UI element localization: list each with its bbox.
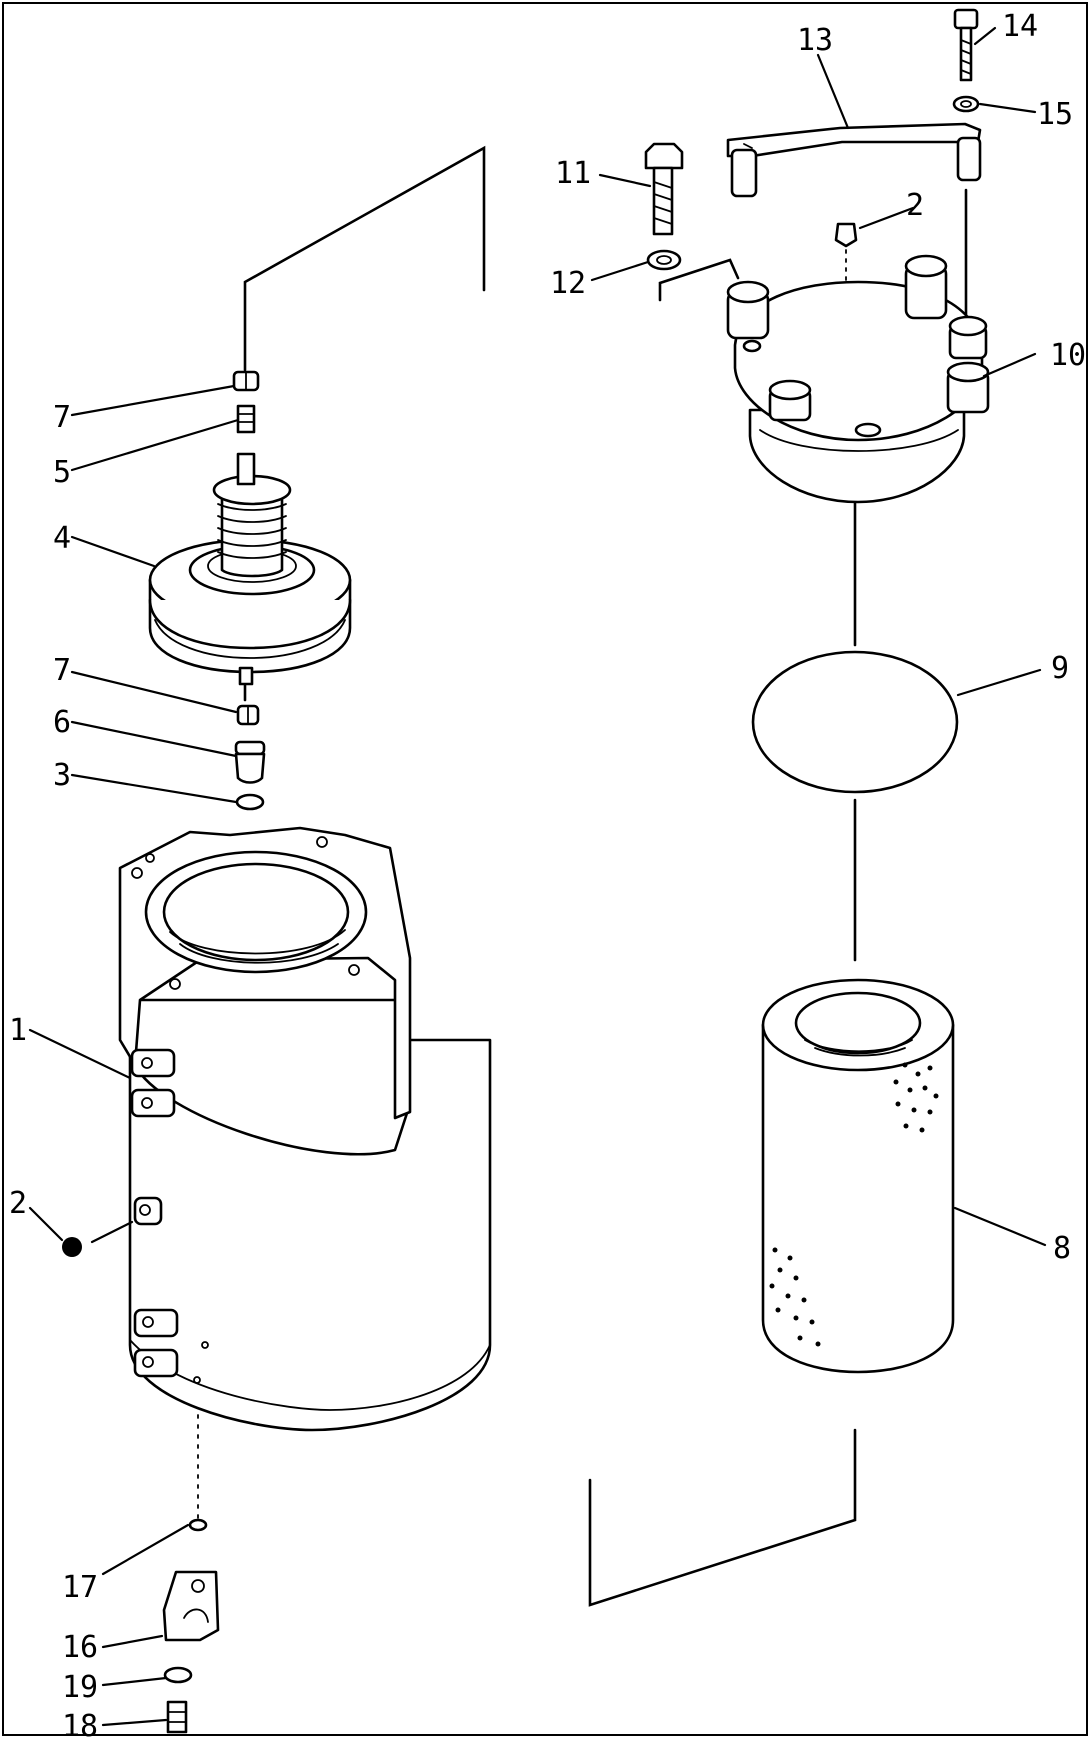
part-10-filter-head bbox=[726, 254, 990, 504]
callout-2-lower: 2 bbox=[9, 1186, 27, 1221]
part-19-washer bbox=[163, 1666, 193, 1684]
callout-11: 11 bbox=[555, 156, 591, 191]
callout-19: 19 bbox=[62, 1670, 98, 1705]
part-7-nut-upper bbox=[232, 370, 260, 392]
callout-6: 6 bbox=[53, 705, 71, 740]
part-17-o-ring bbox=[188, 1518, 208, 1532]
part-11-bolt bbox=[644, 142, 684, 236]
part-9-o-ring bbox=[751, 650, 959, 794]
part-13-bracket bbox=[726, 122, 982, 198]
callout-12: 12 bbox=[550, 266, 586, 301]
callout-8: 8 bbox=[1053, 1231, 1071, 1266]
callout-15: 15 bbox=[1037, 97, 1073, 132]
callout-13: 13 bbox=[797, 23, 833, 58]
callout-7-lower: 7 bbox=[53, 653, 71, 688]
assembly-lines bbox=[197, 145, 968, 1607]
callout-17: 17 bbox=[62, 1570, 98, 1605]
part-8-filter-element bbox=[761, 978, 955, 1374]
part-2-plug-upper bbox=[834, 222, 858, 320]
part-2-plug-lower bbox=[62, 1237, 82, 1257]
callout-14: 14 bbox=[1002, 9, 1038, 44]
callout-9: 9 bbox=[1051, 651, 1069, 686]
callout-4: 4 bbox=[53, 521, 71, 556]
callout-10: 10 bbox=[1050, 338, 1086, 373]
part-12-washer bbox=[646, 249, 682, 271]
part-14-bolt bbox=[953, 8, 979, 82]
callout-16: 16 bbox=[62, 1630, 98, 1665]
callout-labels: 14 15 13 11 2 12 10 9 8 7 5 4 7 6 3 1 2 … bbox=[9, 9, 1086, 1738]
part-5-stud bbox=[236, 404, 256, 434]
part-6-seat bbox=[234, 740, 266, 784]
part-1-filter-case bbox=[118, 826, 492, 1432]
part-4-valve-assembly bbox=[148, 452, 352, 686]
callout-1: 1 bbox=[9, 1013, 27, 1048]
part-18-bolt bbox=[166, 1700, 188, 1734]
callout-18: 18 bbox=[62, 1709, 98, 1738]
part-7-nut-lower bbox=[236, 704, 260, 726]
callout-7-upper: 7 bbox=[53, 400, 71, 435]
callout-2-upper: 2 bbox=[906, 188, 924, 223]
filter-perforation-dots bbox=[769, 1062, 939, 1347]
part-15-washer bbox=[952, 95, 980, 113]
part-16-plate bbox=[162, 1570, 220, 1642]
leader-lines bbox=[28, 26, 1047, 1727]
part-3-o-ring bbox=[235, 793, 265, 811]
callout-5: 5 bbox=[53, 455, 71, 490]
callout-3: 3 bbox=[53, 758, 71, 793]
